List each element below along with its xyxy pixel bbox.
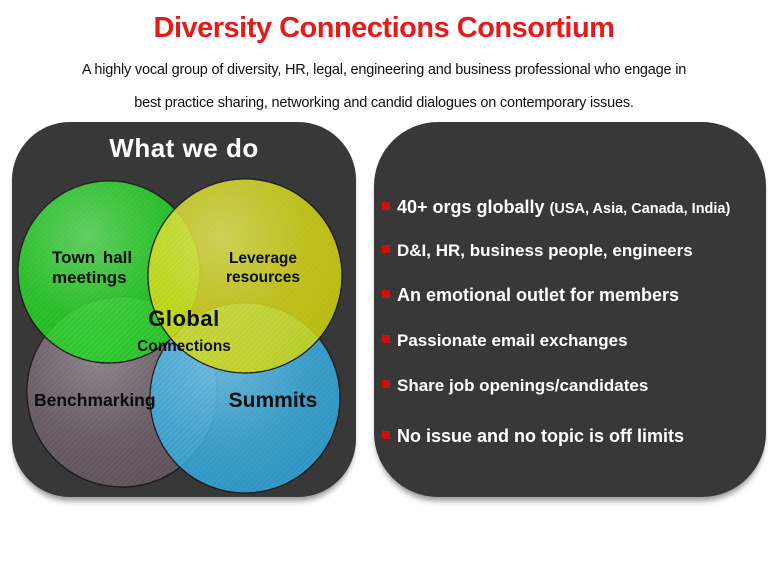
hatch-overlay (148, 179, 342, 373)
bullet-text: D&I, HR, business people, engineers (397, 241, 693, 260)
hatch-overlay (18, 181, 200, 363)
slide-title: Diversity Connections Consortium (153, 12, 615, 44)
bullet-square-icon (382, 431, 390, 439)
venn-label-line: Town hall (52, 248, 133, 267)
bullet-square-icon (382, 202, 390, 210)
venn-heading: What we do (109, 133, 259, 163)
slide-subtitle-line-2: best practice sharing, networking and ca… (134, 95, 634, 111)
bullet-square-icon (382, 245, 390, 253)
venn-label-leverage-resources: Leverage resources (212, 250, 314, 287)
bullet-item: An emotional outlet for members (382, 286, 758, 305)
bullet-item: Passionate email exchanges (382, 331, 758, 350)
venn-label-connections: Connections (137, 338, 231, 355)
bullet-square-icon (382, 335, 390, 343)
bullet-text: 40+ orgs globally (397, 197, 545, 217)
bullet-item: Share job openings/candidates (382, 376, 758, 395)
bullet-text: No issue and no topic is off limits (397, 426, 685, 446)
bullet-item: 40+ orgs globally (USA, Asia, Canada, In… (382, 198, 758, 219)
venn-label-line: Leverage (228, 250, 298, 267)
bullet-text: An emotional outlet for members (397, 285, 680, 305)
venn-label-line: meetings (52, 268, 127, 288)
bullet-square-icon (382, 380, 390, 388)
venn-diagram (17, 178, 343, 494)
bullet-text: Passionate email exchanges (397, 331, 628, 350)
venn-label-town-hall-meetings: Town hall meetings (52, 248, 132, 289)
venn-label-global: Global (148, 306, 220, 331)
what-we-do-panel: What we do Town hall meetings Leverage r… (12, 122, 356, 497)
venn-label-summits: Summits (228, 389, 318, 412)
bullet-suffix: (USA, Asia, Canada, India) (549, 201, 731, 217)
details-panel: 40+ orgs globally (USA, Asia, Canada, In… (374, 122, 766, 497)
bullet-item: D&I, HR, business people, engineers (382, 241, 758, 260)
slide-subtitle-line-1: A highly vocal group of diversity, HR, l… (81, 62, 687, 78)
bullet-square-icon (382, 290, 390, 298)
bullet-item: No issue and no topic is off limits (382, 427, 758, 446)
venn-label-line: resources (225, 268, 301, 286)
venn-label-benchmarking: Benchmarking (34, 390, 156, 410)
bullet-text: Share job openings/candidates (397, 376, 649, 395)
